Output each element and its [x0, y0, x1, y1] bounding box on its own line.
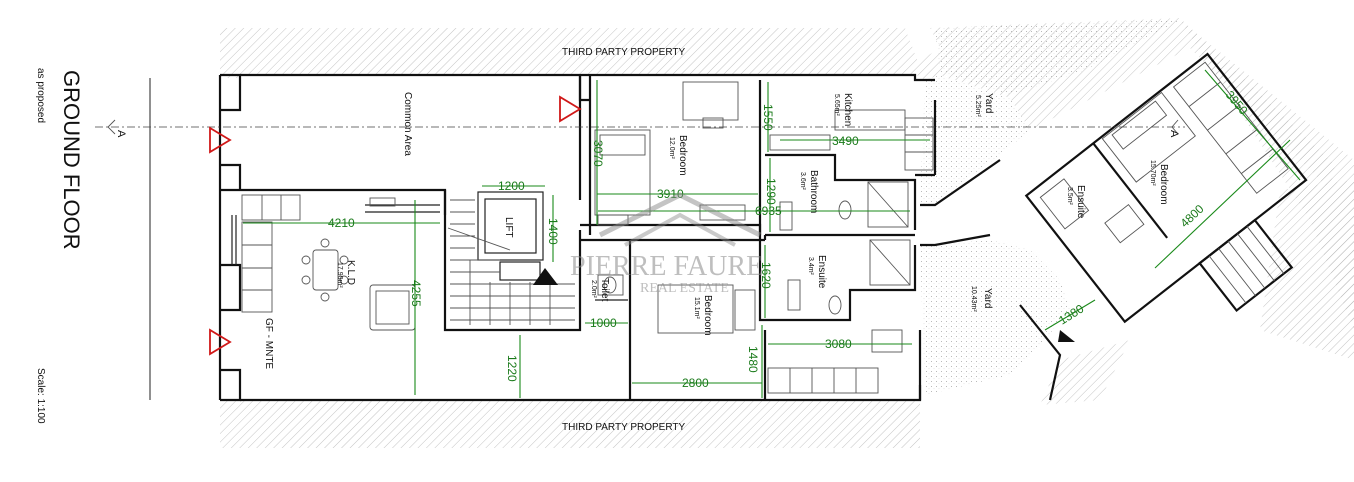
dim-3070: 3070	[591, 140, 605, 167]
title-block: GROUND FLOOR as proposed Scale: 1:100	[35, 68, 151, 424]
dim-1290: 1290	[764, 178, 778, 205]
section-label-left: A	[115, 130, 127, 138]
kld-furniture	[241, 194, 416, 331]
dim-2800: 2800	[682, 376, 709, 390]
dim-1220: 1220	[505, 355, 519, 382]
outer-walls	[218, 73, 935, 402]
bedroom2-furniture	[657, 284, 903, 394]
room-bedroom2-area: 15.1m²	[693, 297, 700, 319]
room-bedroom2: Bedroom	[702, 295, 713, 336]
room-toilet: Toilet	[599, 278, 610, 302]
plan-scale: Scale: 1:100	[35, 368, 46, 424]
section-arrow-2	[559, 95, 582, 123]
dim-4800: 4800	[1177, 202, 1206, 231]
section-arrow-1	[209, 126, 232, 154]
dimension-lines	[243, 69, 1301, 398]
room-common-area: Common Area	[402, 92, 413, 156]
dimension-labels: 4210 4255 1200 1400 1220 3070 3910 6935 …	[328, 88, 1251, 390]
core-walls	[365, 75, 582, 332]
dim-1550: 1550	[761, 104, 775, 131]
dim-3490: 3490	[832, 134, 859, 148]
room-bathroom-area: 3.6m²	[799, 172, 806, 191]
dim-4210: 4210	[328, 216, 355, 230]
room-ensuite1: Ensuite	[816, 255, 827, 289]
room-labels: Common Area LIFT K.L.D 17.90m² GF - MNTE…	[263, 92, 1169, 369]
watermark-tagline: REAL ESTATE	[640, 281, 729, 296]
dim-6935: 6935	[755, 204, 782, 218]
room-bedroom1: Bedroom	[677, 135, 688, 176]
room-yard1-area: 5.25m²	[974, 95, 981, 117]
plan-title: GROUND FLOOR	[59, 70, 84, 250]
bottom-boundary-label: THIRD PARTY PROPERTY	[562, 422, 686, 433]
watermark: PIERRE FAURE REAL ESTATE	[570, 192, 763, 296]
room-lift: LIFT	[503, 217, 514, 238]
room-kld-area: 17.90m²	[336, 262, 343, 288]
bath-fixtures	[597, 181, 911, 315]
section-label-right: A	[1168, 130, 1180, 138]
kitchen-fixtures	[769, 109, 934, 171]
room-yard1: Yard	[983, 93, 994, 113]
yard-fill	[920, 20, 1180, 395]
top-boundary-label: THIRD PARTY PROPERTY	[562, 47, 686, 58]
room-bedroom3-area: 15.70m²	[1149, 160, 1156, 186]
room-bedroom1-area: 12.0m²	[668, 137, 675, 159]
room-kitchen: Kitchen	[842, 93, 853, 126]
rotated-wing	[1024, 52, 1308, 324]
dim-4255: 4255	[409, 280, 423, 307]
section-arrow-3	[209, 328, 232, 356]
bedroom1-furniture	[594, 81, 746, 226]
room-kld: K.L.D	[345, 260, 356, 285]
section-line: A A	[95, 119, 1185, 138]
dim-1200: 1200	[498, 179, 525, 193]
plan-subtitle: as proposed	[35, 68, 46, 123]
watermark-name: PIERRE FAURE	[570, 251, 763, 282]
room-yard2-area: 10.43m²	[970, 286, 977, 312]
room-toilet-area: 2.0m²	[590, 280, 597, 299]
room-bathroom: Bathroom	[808, 170, 819, 213]
section-arrow-markers	[209, 95, 582, 356]
room-kitchen-area: 5.65m²	[833, 94, 840, 116]
apartment-walls	[578, 75, 1001, 400]
dim-1620: 1620	[759, 262, 773, 289]
room-yard2: Yard	[982, 288, 993, 308]
room-gf-mnte: GF - MNTE	[263, 318, 274, 369]
room-ensuite1-area: 3.4m²	[807, 257, 814, 276]
room-ensuite2: Ensuite	[1075, 185, 1086, 219]
dim-1000: 1000	[590, 316, 617, 330]
dim-1400: 1400	[546, 218, 560, 245]
room-ensuite2-area: 3.5m²	[1066, 187, 1073, 206]
room-bedroom3: Bedroom	[1158, 164, 1169, 205]
dim-3080: 3080	[825, 337, 852, 351]
third-party-hatch	[220, 18, 1354, 448]
dim-1480: 1480	[746, 346, 760, 373]
